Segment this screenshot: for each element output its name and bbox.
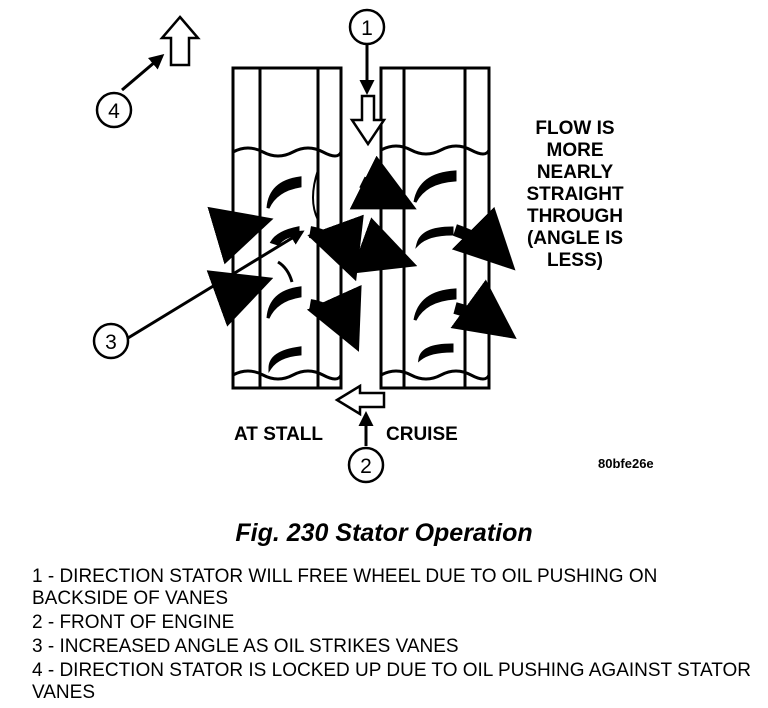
callout-2-circle xyxy=(347,446,385,484)
callout-3: 3 xyxy=(105,331,117,354)
legend-item: 2 - FRONT OF ENGINE xyxy=(32,612,235,633)
stator-cruise xyxy=(379,66,491,390)
hollow-up-arrow xyxy=(159,15,201,67)
legend-list: 1 - DIRECTION STATOR WILL FREE WHEEL DUE… xyxy=(32,566,752,706)
callout-2: 2 xyxy=(360,455,372,478)
flow-arrows-stall xyxy=(206,206,364,352)
figure-caption: Fig. 230 Stator Operation xyxy=(235,519,533,547)
label-at-stall: AT STALL xyxy=(234,424,323,445)
label-cruise: CRUISE xyxy=(386,424,458,445)
leader-lines xyxy=(121,44,375,446)
legend-item: 4 - DIRECTION STATOR IS LOCKED UP DUE TO… xyxy=(32,660,751,703)
callout-4-circle xyxy=(95,91,133,129)
stator-diagram: 1 2 3 4 xyxy=(92,8,517,484)
hollow-left-arrow xyxy=(334,383,386,417)
flow-arrows-cruise xyxy=(349,155,517,340)
callout-4: 4 xyxy=(108,100,120,123)
legend-item: 3 - INCREASED ANGLE AS OIL STRIKES VANES xyxy=(32,636,459,657)
hollow-down-arrow xyxy=(349,94,387,147)
callout-1-circle xyxy=(348,8,386,46)
callout-3-circle xyxy=(92,322,130,360)
legend-item: 1 - DIRECTION STATOR WILL FREE WHEEL DUE… xyxy=(32,566,658,609)
figure-code: 80bfe26e xyxy=(598,456,654,471)
callout-1: 1 xyxy=(361,17,373,40)
flow-note: FLOW IS MORE NEARLY STRAIGHT THROUGH (AN… xyxy=(526,118,624,271)
